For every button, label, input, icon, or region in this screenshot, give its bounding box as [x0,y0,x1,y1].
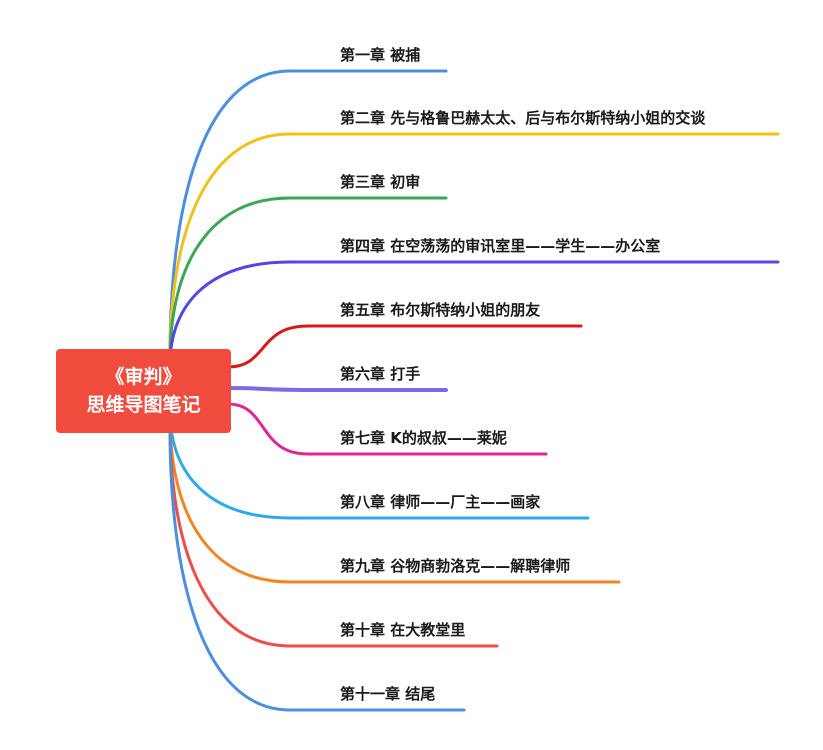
branch-line [226,324,583,369]
central-topic[interactable]: 《审判》 思维导图笔记 [56,349,231,433]
branch-connector-6 [226,386,448,392]
branch-connector-2 [168,132,780,359]
branch-line [226,386,448,392]
branch-topic-10[interactable]: 第十章 在大教堂里 [340,621,466,639]
branch-topic-5[interactable]: 第五章 布尔斯特纳小姐的朋友 [340,301,541,319]
branch-topic-9[interactable]: 第九章 谷物商勃洛克——解聘律师 [340,557,571,575]
branch-line [168,423,499,648]
branch-topic-3[interactable]: 第三章 初审 [340,173,421,191]
branch-line [226,402,548,456]
branch-connector-7 [226,402,548,456]
branch-line [168,428,466,712]
branch-connector-4 [168,260,780,366]
central-topic-title: 《审判》 [105,366,182,388]
branch-connector-11 [168,428,466,712]
branch-topic-1[interactable]: 第一章 被捕 [340,46,421,64]
branch-topic-6[interactable]: 第六章 打手 [340,365,421,383]
central-topic-subtitle: 思维导图笔记 [86,394,201,416]
branch-topic-8[interactable]: 第八章 律师——厂主——画家 [340,493,541,511]
branch-line [168,132,780,359]
branch-line [168,260,780,366]
branch-connector-5 [226,324,583,369]
branch-topic-7[interactable]: 第七章 K的叔叔——莱妮 [340,429,507,447]
branch-topic-4[interactable]: 第四章 在空荡荡的审讯室里——学生——办公室 [340,237,661,255]
branch-topic-2[interactable]: 第二章 先与格鲁巴赫太太、后与布尔斯特纳小姐的交谈 [340,109,706,127]
branch-connector-3 [168,196,448,362]
branch-connector-10 [168,423,499,648]
branch-topic-11[interactable]: 第十一章 结尾 [340,685,436,703]
branch-line [168,196,448,362]
